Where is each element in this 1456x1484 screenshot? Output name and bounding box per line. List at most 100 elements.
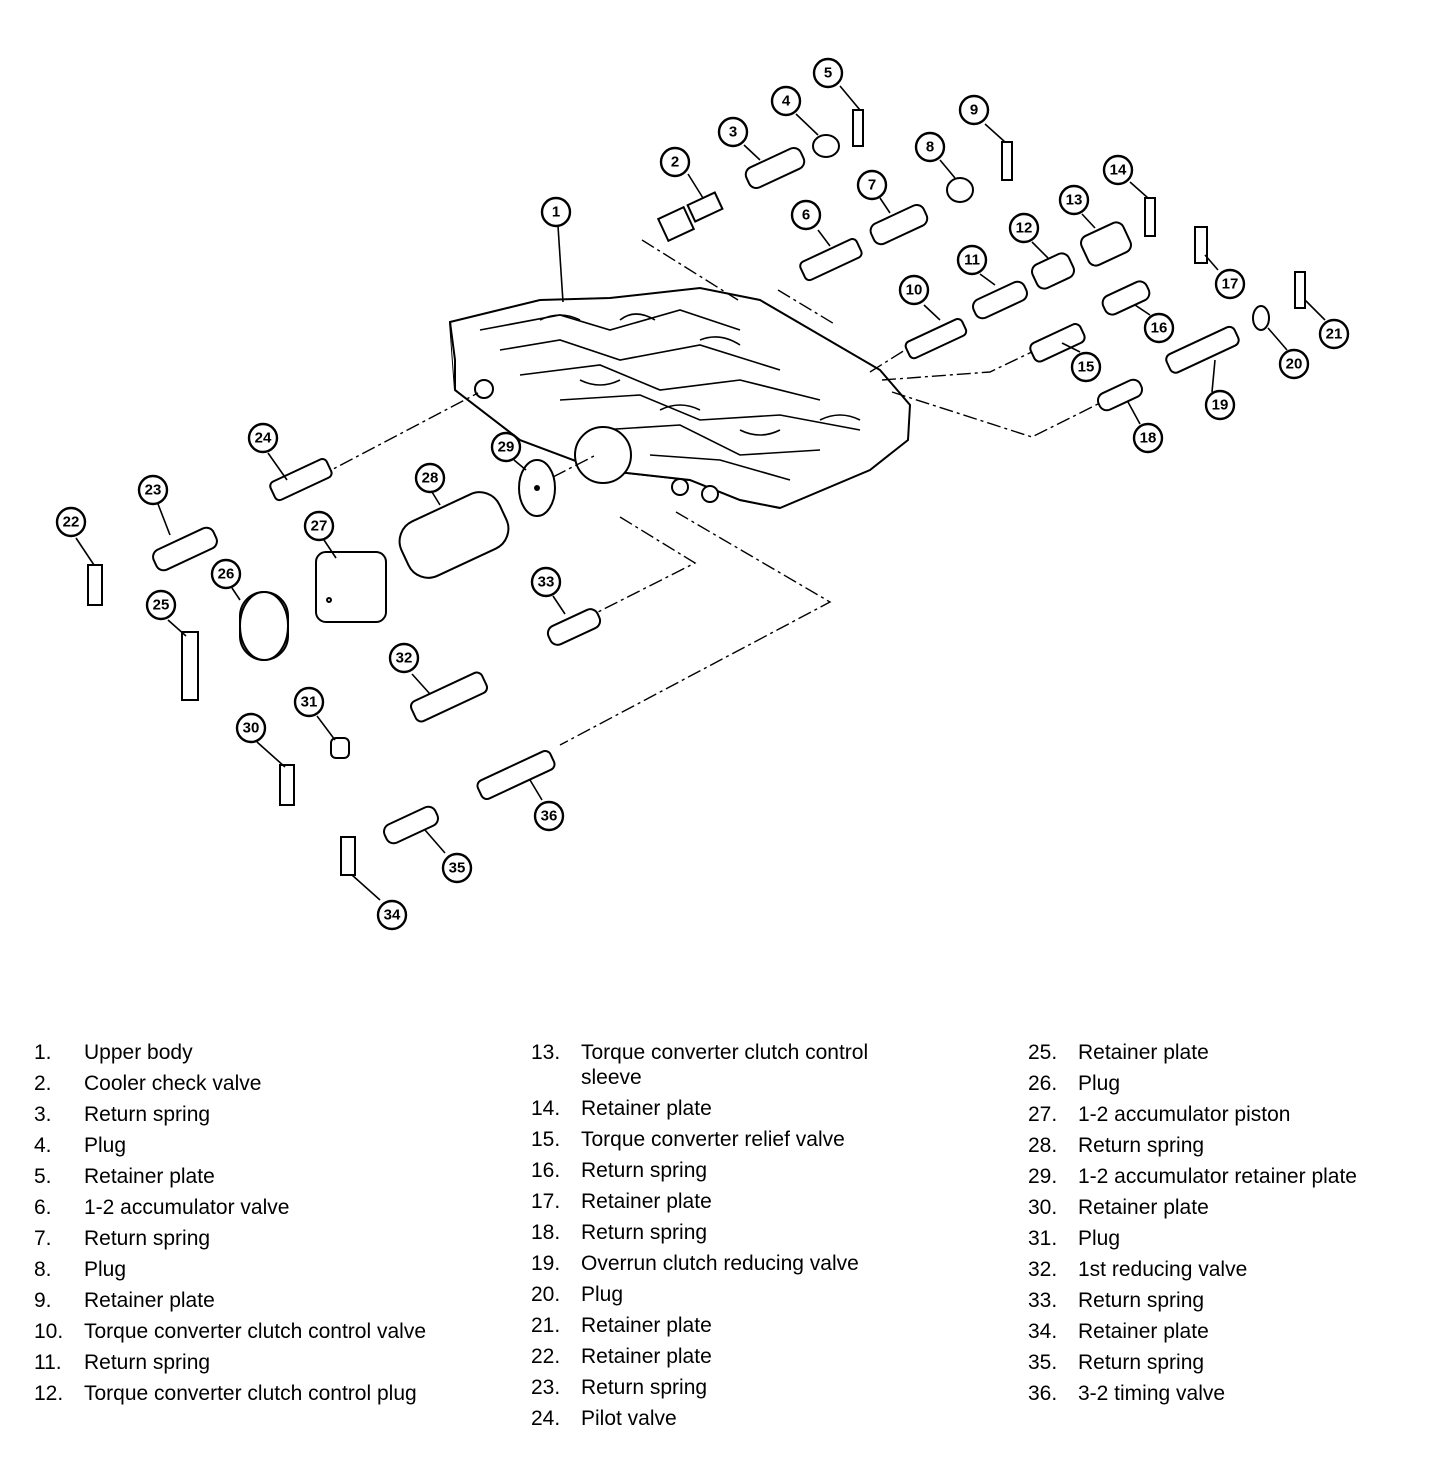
svg-text:8: 8 bbox=[926, 139, 934, 156]
svg-text:20: 20 bbox=[1286, 356, 1303, 373]
svg-text:2: 2 bbox=[671, 154, 679, 171]
svg-text:25: 25 bbox=[153, 597, 170, 614]
svg-text:17: 17 bbox=[1222, 276, 1239, 293]
callout-15: 15 bbox=[1070, 351, 1102, 383]
legend-item: 5.Retainer plate bbox=[34, 1165, 215, 1188]
svg-text:1: 1 bbox=[552, 204, 560, 221]
callout-11: 11 bbox=[956, 244, 988, 276]
svg-text:29: 29 bbox=[498, 439, 515, 456]
part-4-plug bbox=[812, 134, 840, 158]
legend-item: 13.Torque converter clutch control sleev… bbox=[531, 1041, 869, 1089]
part-24-pilot-valve bbox=[269, 458, 333, 502]
legend-item: 28.Return spring bbox=[1028, 1134, 1205, 1157]
callout-35: 35 bbox=[441, 852, 473, 884]
legend-item: 4.Plug bbox=[34, 1134, 127, 1157]
svg-text:34: 34 bbox=[384, 907, 401, 924]
legend-item: 36.3-2 timing valve bbox=[1028, 1382, 1226, 1405]
upper-body-casting bbox=[448, 286, 912, 510]
callout-12: 12 bbox=[1008, 212, 1040, 244]
svg-text:11: 11 bbox=[964, 252, 980, 269]
part-27-1-2-accumulator-piston bbox=[315, 551, 387, 623]
legend-column-3: 25.Retainer plate 26.Plug 27.1-2 accumul… bbox=[1028, 1040, 1428, 1412]
svg-text:22: 22 bbox=[63, 514, 80, 531]
legend-item: 18.Return spring bbox=[531, 1221, 708, 1244]
legend-item: 22.Retainer plate bbox=[531, 1345, 712, 1368]
part-30-retainer-plate bbox=[279, 764, 295, 806]
part-6-1-2-accumulator-valve bbox=[799, 238, 863, 282]
callout-5: 5 bbox=[812, 57, 844, 89]
callout-28: 28 bbox=[414, 462, 446, 494]
callout-31: 31 bbox=[293, 686, 325, 718]
callout-3: 3 bbox=[717, 116, 749, 148]
part-22-retainer-plate bbox=[87, 564, 103, 606]
svg-text:21: 21 bbox=[1326, 326, 1343, 343]
svg-text:16: 16 bbox=[1151, 320, 1168, 337]
svg-text:23: 23 bbox=[145, 482, 162, 499]
part-34-retainer-plate bbox=[340, 836, 356, 876]
callout-24: 24 bbox=[247, 422, 279, 454]
part-36-3-2-timing-valve bbox=[476, 750, 556, 800]
part-10-tcc-control-valve bbox=[904, 317, 968, 360]
part-26-plug bbox=[239, 591, 289, 661]
legend-item: 21.Retainer plate bbox=[531, 1314, 712, 1337]
svg-text:10: 10 bbox=[906, 282, 923, 299]
svg-text:15: 15 bbox=[1078, 359, 1095, 376]
legend-item: 12.Torque converter clutch control plug bbox=[34, 1382, 417, 1405]
legend-item: 20.Plug bbox=[531, 1283, 624, 1306]
legend-item: 25.Retainer plate bbox=[1028, 1041, 1209, 1064]
legend-column-1: 1.Upper body 2.Cooler check valve 3.Retu… bbox=[34, 1040, 434, 1412]
callout-6: 6 bbox=[790, 199, 822, 231]
legend-item: 16.Return spring bbox=[531, 1159, 708, 1182]
svg-text:26: 26 bbox=[218, 566, 235, 583]
callout-21: 21 bbox=[1318, 318, 1350, 350]
legend-item: 8.Plug bbox=[34, 1258, 127, 1281]
callout-9: 9 bbox=[958, 94, 990, 126]
legend-item: 1.Upper body bbox=[34, 1041, 193, 1064]
svg-text:4: 4 bbox=[782, 93, 791, 110]
callout-32: 32 bbox=[388, 642, 420, 674]
callout-25: 25 bbox=[145, 589, 177, 621]
legend-item: 19.Overrun clutch reducing valve bbox=[531, 1252, 859, 1275]
legend-item: 31.Plug bbox=[1028, 1227, 1121, 1250]
callout-36: 36 bbox=[533, 800, 565, 832]
callout-7: 7 bbox=[856, 169, 888, 201]
svg-text:18: 18 bbox=[1140, 430, 1157, 447]
svg-text:14: 14 bbox=[1110, 162, 1127, 179]
callout-34: 34 bbox=[376, 899, 408, 931]
svg-text:13: 13 bbox=[1066, 192, 1083, 209]
legend-item: 35.Return spring bbox=[1028, 1351, 1205, 1374]
svg-text:32: 32 bbox=[396, 650, 413, 667]
callout-23: 23 bbox=[137, 474, 169, 506]
part-13-tcc-control-sleeve bbox=[1080, 221, 1132, 267]
svg-text:33: 33 bbox=[538, 574, 555, 591]
part-14-retainer-plate bbox=[1144, 197, 1156, 237]
part-8-plug bbox=[946, 177, 974, 203]
part-7-return-spring bbox=[869, 203, 929, 246]
parts bbox=[87, 109, 1306, 876]
callout-8: 8 bbox=[914, 131, 946, 163]
legend-item: 15.Torque converter relief valve bbox=[531, 1128, 845, 1151]
legend-item: 7.Return spring bbox=[34, 1227, 211, 1250]
callout-19: 19 bbox=[1204, 389, 1236, 421]
svg-text:12: 12 bbox=[1016, 220, 1033, 237]
callout-18: 18 bbox=[1132, 422, 1164, 454]
callout-13: 13 bbox=[1058, 184, 1090, 216]
part-25-retainer-plate bbox=[181, 631, 199, 701]
svg-text:5: 5 bbox=[824, 65, 832, 82]
legend-item: 6.1-2 accumulator valve bbox=[34, 1196, 290, 1219]
part-2-cooler-check-valve bbox=[656, 191, 724, 243]
legend-item: 11.Return spring bbox=[34, 1351, 211, 1374]
callout-10: 10 bbox=[898, 274, 930, 306]
part-29-1-2-accumulator-retainer-plate bbox=[518, 459, 556, 517]
svg-text:9: 9 bbox=[970, 102, 978, 119]
part-32-1st-reducing-valve bbox=[409, 671, 489, 723]
svg-text:24: 24 bbox=[255, 430, 272, 447]
part-19-overrun-clutch-reducing-valve bbox=[1165, 325, 1240, 374]
part-12-tcc-control-plug bbox=[1031, 252, 1075, 290]
callout-4: 4 bbox=[770, 85, 802, 117]
part-17-retainer-plate bbox=[1194, 226, 1208, 264]
svg-text:35: 35 bbox=[449, 860, 466, 877]
callout-33: 33 bbox=[530, 566, 562, 598]
svg-text:28: 28 bbox=[422, 470, 439, 487]
part-9-retainer-plate bbox=[1001, 141, 1013, 181]
